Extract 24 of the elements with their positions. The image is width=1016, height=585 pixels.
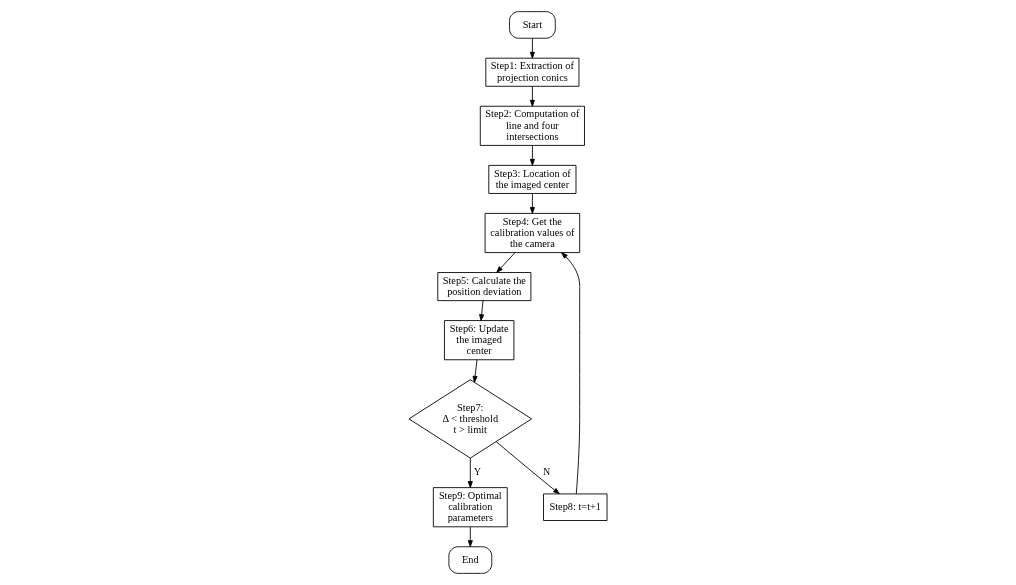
arrow <box>529 193 535 214</box>
node-box: Start <box>509 11 556 39</box>
arrow <box>561 252 581 495</box>
arrow <box>529 145 535 166</box>
arrow <box>495 441 560 495</box>
arrow <box>467 457 473 488</box>
arrow <box>496 252 516 273</box>
node-box: Step3: Location of the imaged center <box>488 164 577 194</box>
node-box: End <box>448 546 493 574</box>
arrow <box>472 359 478 383</box>
node-box: Step1: Extraction of projection conics <box>485 57 580 87</box>
edge-label: Y <box>473 466 481 478</box>
arrow <box>529 38 535 59</box>
node-box: Step8: t=t+1 <box>543 493 608 521</box>
node-box: Step5: Calculate the position deviation <box>437 272 532 302</box>
node-box: Step6: Update the imaged center <box>444 320 515 361</box>
arrow <box>529 85 535 107</box>
arrow <box>467 526 473 548</box>
node-diamond: Step7: Δ < threshold t > limit <box>408 379 533 459</box>
edge-label: N <box>543 466 551 478</box>
node-box: Step4: Get the calibration values of the camera <box>484 212 581 254</box>
arrow <box>479 300 485 321</box>
node-box: Step9: Optimal calibration parameters <box>432 487 508 528</box>
node-box: Step2: Computation of line and four intersections <box>479 105 585 146</box>
